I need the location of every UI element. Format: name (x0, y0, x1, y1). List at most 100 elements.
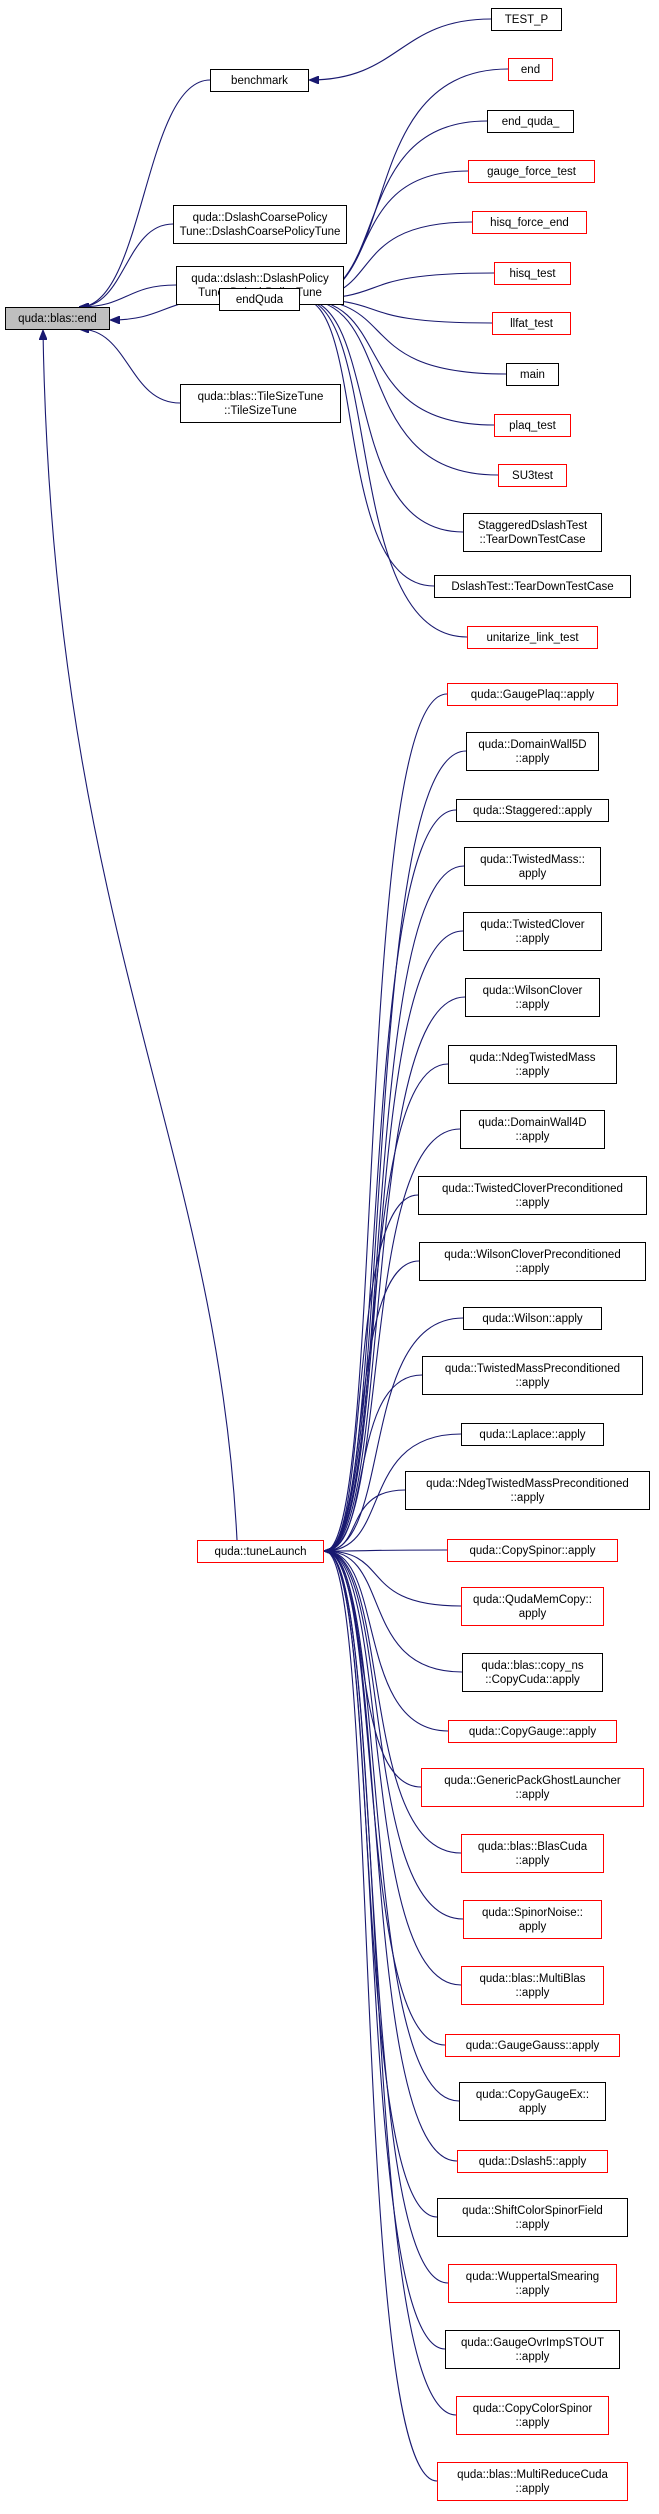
node-gauge_force_test[interactable]: gauge_force_test (468, 160, 595, 183)
node-box (463, 513, 602, 552)
node-hisq_force_end[interactable]: hisq_force_end (472, 211, 587, 234)
node-a11[interactable]: quda::Wilson::apply (463, 1307, 602, 1330)
edge-dslashpolicy-to-root (80, 284, 177, 307)
node-main[interactable]: main (506, 363, 559, 386)
node-label: hisq_force_end (490, 217, 569, 229)
node-a15[interactable]: quda::CopySpinor::apply (447, 1539, 618, 1562)
node-a21[interactable]: quda::SpinorNoise::apply (463, 1900, 602, 1939)
node-a29[interactable]: quda::CopyColorSpinor::apply (456, 2396, 609, 2435)
node-unitarize[interactable]: unitarize_link_test (467, 626, 598, 649)
node-a26[interactable]: quda::ShiftColorSpinorField::apply (437, 2198, 628, 2237)
node-label: ::apply (516, 1789, 550, 1801)
node-benchmark[interactable]: benchmark (210, 69, 309, 92)
node-plaq_test[interactable]: plaq_test (494, 414, 571, 437)
node-a25[interactable]: quda::Dslash5::apply (457, 2150, 608, 2173)
node-a30[interactable]: quda::blas::MultiReduceCuda::apply (437, 2462, 628, 2501)
node-box (463, 912, 602, 951)
node-label: SU3test (512, 470, 554, 482)
edge-test_p-to-benchmark (310, 18, 492, 80)
node-end[interactable]: end (508, 58, 553, 81)
edge-plaq_test-to-endquda (301, 299, 495, 426)
edge-a26-to-tunelaunch (325, 1551, 438, 2218)
node-end_quda_[interactable]: end_quda_ (487, 110, 574, 133)
node-test_p[interactable]: TEST_P (491, 8, 562, 31)
node-label: quda::blas::TileSizeTune (198, 391, 324, 403)
node-a2[interactable]: quda::DomainWall5D::apply (466, 732, 599, 771)
node-a7[interactable]: quda::NdegTwistedMass::apply (448, 1045, 617, 1084)
node-a13[interactable]: quda::Laplace::apply (461, 1423, 604, 1446)
node-label: apply (519, 1608, 547, 1620)
node-dslash_teardown[interactable]: DslashTest::TearDownTestCase (434, 575, 631, 598)
edge-su3test-to-endquda (301, 299, 499, 476)
node-a28[interactable]: quda::GaugeOvrImpSTOUT::apply (445, 2330, 620, 2369)
edge-dslash_teardown-to-endquda (301, 299, 435, 587)
node-a6[interactable]: quda::WilsonClover::apply (465, 978, 600, 1017)
node-label: quda::GenericPackGhostLauncher (444, 1775, 621, 1787)
node-box (466, 732, 599, 771)
node-a1[interactable]: quda::GaugePlaq::apply (447, 683, 618, 706)
edge-dslashcoarse-to-root (80, 223, 174, 307)
node-label: ::apply (516, 1066, 550, 1078)
edge-stag_teardown-to-endquda (301, 299, 464, 533)
node-label: benchmark (231, 75, 288, 87)
node-label: apply (519, 868, 547, 880)
node-box (210, 69, 309, 92)
node-a19[interactable]: quda::GenericPackGhostLauncher::apply (421, 1768, 644, 1807)
node-stag_teardown[interactable]: StaggeredDslashTest::TearDownTestCase (463, 513, 602, 552)
node-label: quda::WuppertalSmearing (466, 2271, 599, 2283)
edges-layer (43, 18, 509, 2482)
node-a3[interactable]: quda::Staggered::apply (456, 799, 609, 822)
edge-end-to-endquda (301, 68, 509, 299)
node-a24[interactable]: quda::CopyGaugeEx::apply (459, 2082, 606, 2121)
node-box (219, 288, 300, 311)
edge-a14-to-tunelaunch (325, 1489, 406, 1551)
node-a17[interactable]: quda::blas::copy_ns::CopyCuda::apply (462, 1653, 603, 1692)
node-a23[interactable]: quda::GaugeGauss::apply (445, 2034, 620, 2057)
node-a16[interactable]: quda::QudaMemCopy::apply (461, 1587, 604, 1626)
node-a8[interactable]: quda::DomainWall4D::apply (460, 1110, 605, 1149)
node-box (437, 2462, 628, 2501)
node-label: quda::TwistedCloverPreconditioned (442, 1183, 623, 1195)
node-box (5, 307, 110, 330)
node-a12[interactable]: quda::TwistedMassPreconditioned::apply (422, 1356, 643, 1395)
node-box (419, 1242, 646, 1281)
node-tunelaunch[interactable]: quda::tuneLaunch (197, 1540, 324, 1563)
edge-a17-to-tunelaunch (325, 1551, 463, 1673)
node-root[interactable]: quda::blas::end (5, 307, 110, 330)
edge-a29-to-tunelaunch (325, 1551, 457, 2416)
node-box (445, 2034, 620, 2057)
edge-a12-to-tunelaunch (325, 1374, 423, 1551)
node-tilesize[interactable]: quda::blas::TileSizeTune::TileSizeTune (180, 384, 341, 423)
node-box (487, 110, 574, 133)
node-a4[interactable]: quda::TwistedMass::apply (464, 847, 601, 886)
node-endquda[interactable]: endQuda (219, 288, 300, 311)
node-a5[interactable]: quda::TwistedClover::apply (463, 912, 602, 951)
node-a20[interactable]: quda::blas::BlasCuda::apply (461, 1834, 604, 1873)
node-box (447, 1539, 618, 1562)
node-label: quda::TwistedClover (480, 919, 584, 931)
node-label: ::apply (516, 2483, 550, 2495)
node-a14[interactable]: quda::NdegTwistedMassPreconditioned::app… (405, 1471, 650, 1510)
node-box (447, 683, 618, 706)
node-box (464, 847, 601, 886)
node-a9[interactable]: quda::TwistedCloverPreconditioned::apply (418, 1176, 647, 1215)
node-a18[interactable]: quda::CopyGauge::apply (448, 1720, 617, 1743)
node-box (463, 1307, 602, 1330)
node-label: main (520, 369, 545, 381)
node-hisq_test[interactable]: hisq_test (494, 262, 571, 285)
node-llfat_test[interactable]: llfat_test (492, 312, 571, 335)
node-a22[interactable]: quda::blas::MultiBlas::apply (461, 1966, 604, 2005)
node-a27[interactable]: quda::WuppertalSmearing::apply (448, 2264, 617, 2303)
node-label: quda::DslashCoarsePolicy (193, 212, 328, 224)
node-label: quda::blas::copy_ns (481, 1660, 584, 1672)
node-a10[interactable]: quda::WilsonCloverPreconditioned::apply (419, 1242, 646, 1281)
node-box (465, 978, 600, 1017)
node-box (506, 363, 559, 386)
node-label: ::apply (511, 1492, 545, 1504)
node-box (456, 799, 609, 822)
node-su3test[interactable]: SU3test (498, 464, 567, 487)
node-box (448, 1045, 617, 1084)
node-dslashcoarse[interactable]: quda::DslashCoarsePolicyTune::DslashCoar… (173, 205, 347, 244)
node-label: ::CopyCuda::apply (485, 1674, 580, 1686)
node-box (418, 1176, 647, 1215)
